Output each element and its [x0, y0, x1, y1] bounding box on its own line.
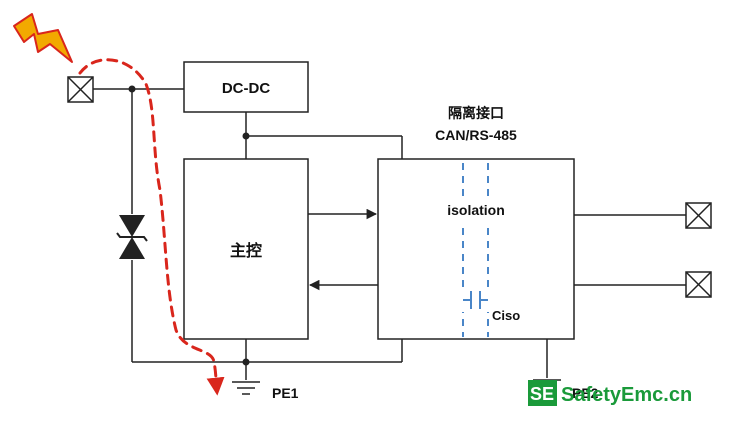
terminal-icon	[67, 76, 94, 103]
capacitor-icon	[462, 290, 490, 312]
isolation-interface-subtitle: CAN/RS-485	[435, 127, 517, 143]
lightning-icon	[13, 13, 73, 63]
capacitor-label: Ciso	[492, 308, 520, 323]
tvs-diode-icon	[116, 214, 148, 260]
dcdc-label: DC-DC	[222, 80, 270, 97]
dcdc-block: DC-DC	[183, 61, 309, 113]
isolation-interface-title: 隔离接口	[448, 105, 504, 121]
isolation-interface-block: 隔离接口 CAN/RS-485 isolation Ciso	[377, 105, 575, 340]
pe1-label: PE1	[272, 385, 299, 401]
main-controller-block: 主控	[183, 158, 309, 340]
terminal-icon	[685, 271, 712, 298]
watermark: SE SafetyEmc.cn	[528, 380, 692, 406]
main-controller-label: 主控	[230, 241, 262, 260]
ground-icon	[232, 381, 260, 395]
pe2-label: PE2	[572, 385, 599, 401]
isolation-label: isolation	[447, 202, 505, 218]
watermark-text: SafetyEmc.cn	[561, 384, 692, 406]
watermark-badge	[528, 380, 557, 406]
junction-dots	[128, 85, 250, 366]
watermark-badge-text: SE	[530, 384, 554, 404]
terminal-icon	[685, 202, 712, 229]
surge-current-path	[78, 58, 225, 396]
